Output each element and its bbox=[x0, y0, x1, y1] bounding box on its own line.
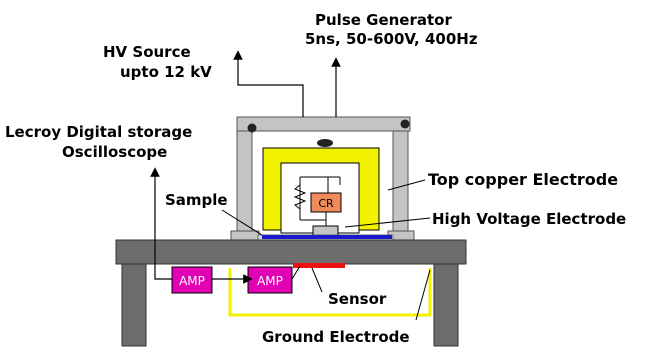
sample-label: Sample bbox=[165, 191, 228, 209]
pulse-generator-spec: 5ns, 50-600V, 400Hz bbox=[305, 30, 478, 48]
high-voltage-electrode-label: High Voltage Electrode bbox=[432, 210, 626, 228]
table-leg-right bbox=[433, 261, 459, 347]
crossbar-knob-right bbox=[400, 119, 410, 129]
hv-source-label: HV Source bbox=[103, 43, 191, 61]
hv-source-wire bbox=[233, 50, 304, 117]
cr-label: CR bbox=[318, 197, 334, 210]
oscilloscope-label: Lecroy Digital storage bbox=[5, 123, 192, 141]
sensor-label: Sensor bbox=[328, 290, 387, 308]
resistor-symbol bbox=[293, 184, 307, 210]
sensor-strip bbox=[293, 263, 345, 268]
pulse-generator-label: Pulse Generator bbox=[315, 11, 452, 29]
amp-label-1: AMP bbox=[179, 274, 205, 288]
amp-box-2 bbox=[247, 266, 293, 294]
table-leg-left bbox=[121, 261, 147, 347]
top-electrode-label: Top copper Electrode bbox=[428, 170, 618, 189]
sample-strip bbox=[262, 235, 392, 239]
amp-label-2: AMP bbox=[257, 274, 283, 288]
oscilloscope-label-2: Oscilloscope bbox=[62, 143, 167, 161]
hv-source-spec: upto 12 kV bbox=[120, 63, 212, 81]
ground-electrode-wire bbox=[228, 268, 432, 317]
frame-post-left bbox=[236, 119, 253, 241]
ground-electrode-label: Ground Electrode bbox=[262, 328, 410, 346]
amp-box-1 bbox=[171, 266, 213, 294]
table-top bbox=[115, 239, 467, 265]
frame-crossbar bbox=[236, 116, 411, 132]
crossbar-knob-left bbox=[247, 123, 257, 133]
center-connector bbox=[317, 139, 333, 147]
